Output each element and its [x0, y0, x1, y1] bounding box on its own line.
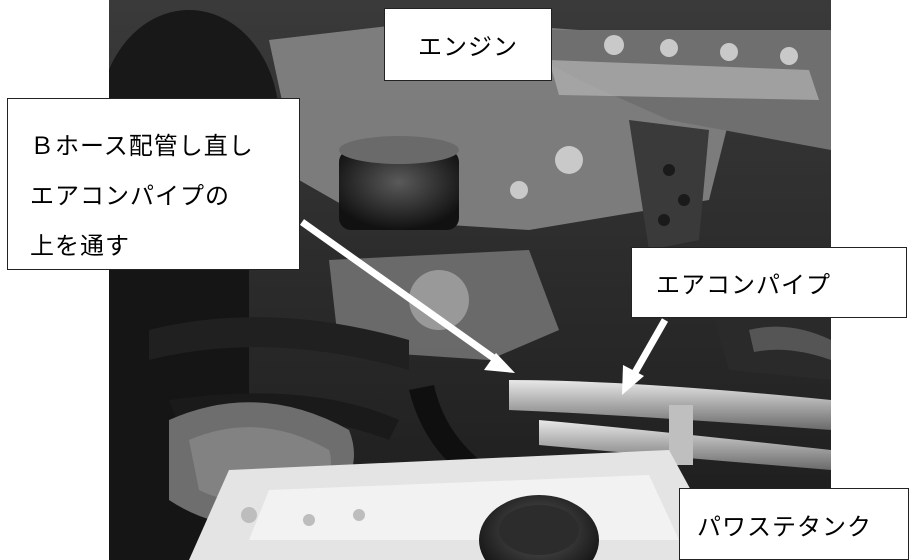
hose-label-line-1: Ｂホース配管し直し [30, 132, 254, 160]
aircon-pipe-label: エアコンパイプ [631, 247, 907, 318]
hose-arrow [299, 219, 515, 373]
hose-label-line-2: エアコンパイプの [30, 182, 230, 210]
engine-label-text: エンジン [418, 33, 518, 61]
engine-label: エンジン [384, 8, 552, 81]
power-steering-tank-label: パワステタンク [679, 488, 909, 560]
aircon-pipe-arrow [622, 318, 669, 395]
aircon-pipe-label-text: エアコンパイプ [656, 271, 831, 299]
hose-label-line-3: 上を通す [30, 232, 130, 260]
hose-reroute-label: Ｂホース配管し直し エアコンパイプの 上を通す [7, 98, 300, 270]
power-steering-tank-label-text: パワステタンク [697, 512, 872, 541]
